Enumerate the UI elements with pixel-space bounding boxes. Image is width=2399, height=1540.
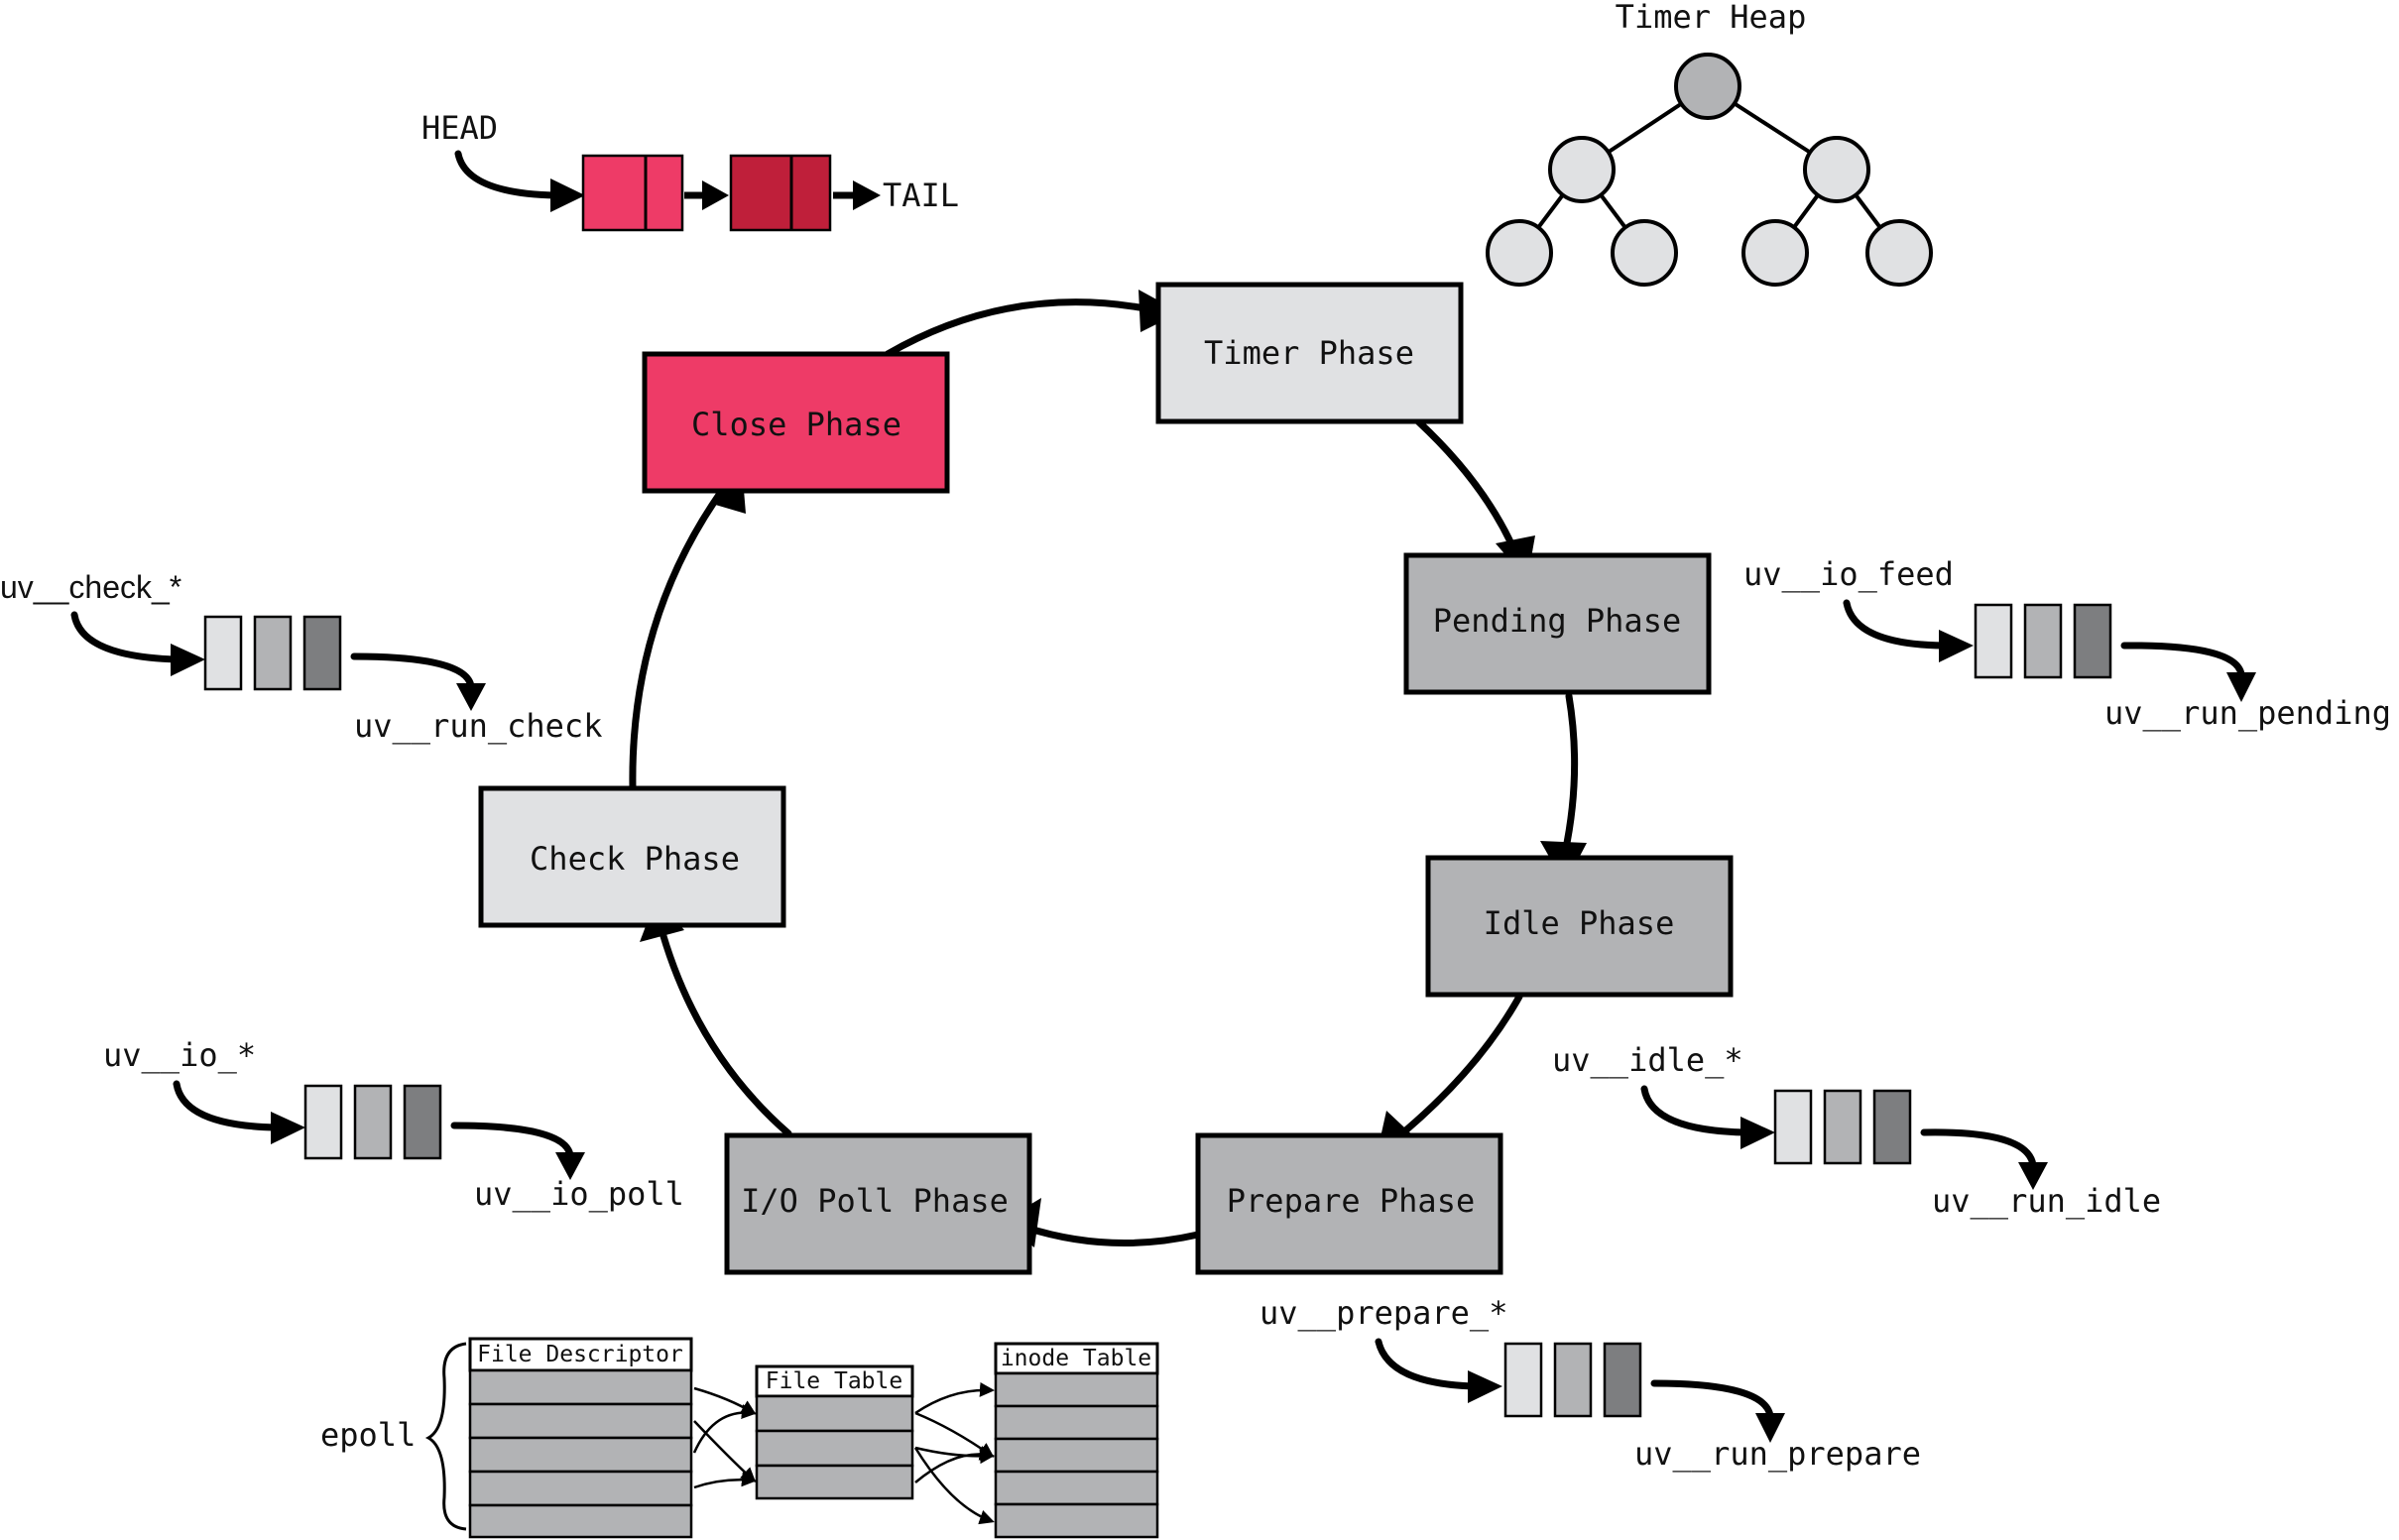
phase-close: Close Phase xyxy=(642,351,950,494)
queue-prepare-output: uv__run_prepare xyxy=(1634,1435,1921,1473)
queue-pending-output: uv__run_pending xyxy=(2104,694,2391,732)
queue-io: uv__io_* uv__io_poll xyxy=(103,1036,684,1213)
phase-close-label: Close Phase xyxy=(691,406,901,443)
phase-idle: Idle Phase xyxy=(1425,855,1734,998)
cycle-arrows xyxy=(629,298,1579,1247)
heap-node-root xyxy=(1674,53,1741,120)
queue-pending-input: uv__io_feed xyxy=(1743,555,1954,593)
arrow-timer-to-pending xyxy=(1414,417,1521,561)
phase-prepare-label: Prepare Phase xyxy=(1227,1182,1475,1220)
queue-check-output: uv__run_check xyxy=(354,707,602,745)
phase-timer-label: Timer Phase xyxy=(1204,334,1414,372)
queue-io-input: uv__io_* xyxy=(103,1036,256,1074)
queue-prepare-input: uv__prepare_* xyxy=(1259,1294,1507,1332)
inode-table: inode Table xyxy=(994,1342,1159,1539)
queue-pending: uv__io_feed uv__run_pending xyxy=(1743,555,2391,732)
phase-pending: Pending Phase xyxy=(1403,552,1712,695)
queue-check: uv__check_* uv__run_check xyxy=(0,569,602,745)
phase-check-label: Check Phase xyxy=(530,840,740,878)
phase-prepare: Prepare Phase xyxy=(1195,1132,1503,1275)
epoll-label: epoll xyxy=(320,1416,416,1454)
phase-pending-label: Pending Phase xyxy=(1433,602,1681,640)
epoll-structure: epoll File Descriptor File Table inode T… xyxy=(320,1337,1159,1539)
queue-check-input: uv__check_* xyxy=(0,569,181,605)
queue-prepare: uv__prepare_* uv__run_prepare xyxy=(1259,1294,1921,1473)
file-descriptor-header: File Descriptor xyxy=(477,1342,683,1367)
heap-node xyxy=(1486,219,1553,287)
close-queue-tail-label: TAIL xyxy=(883,177,959,214)
epoll-connectors xyxy=(692,1381,995,1525)
close-queue: HEAD TAIL xyxy=(421,109,959,232)
arrow-check-to-close xyxy=(629,477,733,792)
phase-idle-label: Idle Phase xyxy=(1484,904,1675,942)
phase-check: Check Phase xyxy=(478,785,786,928)
inode-table-header: inode Table xyxy=(1001,1346,1151,1371)
phase-io-poll-label: I/O Poll Phase xyxy=(741,1182,1009,1220)
close-queue-head-label: HEAD xyxy=(421,109,498,147)
file-table: File Table xyxy=(755,1364,914,1500)
file-table-header: File Table xyxy=(766,1368,902,1394)
heap-node xyxy=(1548,136,1616,203)
timer-heap-title: Timer Heap xyxy=(1616,0,1807,36)
heap-node xyxy=(1611,219,1678,287)
heap-node xyxy=(1803,136,1870,203)
queue-idle-output: uv__run_idle xyxy=(1932,1182,2161,1220)
queue-io-output: uv__io_poll xyxy=(474,1175,684,1213)
phase-io-poll: I/O Poll Phase xyxy=(724,1132,1032,1275)
arrow-prepare-to-iopoll xyxy=(1022,1224,1202,1247)
queue-idle: uv__idle_* uv__run_idle xyxy=(1552,1041,2161,1220)
arrow-pending-to-idle xyxy=(1561,692,1579,857)
timer-heap: Timer Heap xyxy=(1486,0,1933,287)
arrow-close-to-timer xyxy=(884,298,1154,358)
file-descriptor-table: File Descriptor xyxy=(468,1337,693,1539)
heap-node xyxy=(1865,219,1933,287)
arrow-idle-to-prepare xyxy=(1392,993,1523,1142)
queue-idle-input: uv__idle_* xyxy=(1552,1041,1743,1079)
phase-timer: Timer Phase xyxy=(1155,282,1464,424)
arrow-iopoll-to-check xyxy=(656,918,792,1137)
heap-node xyxy=(1741,219,1809,287)
